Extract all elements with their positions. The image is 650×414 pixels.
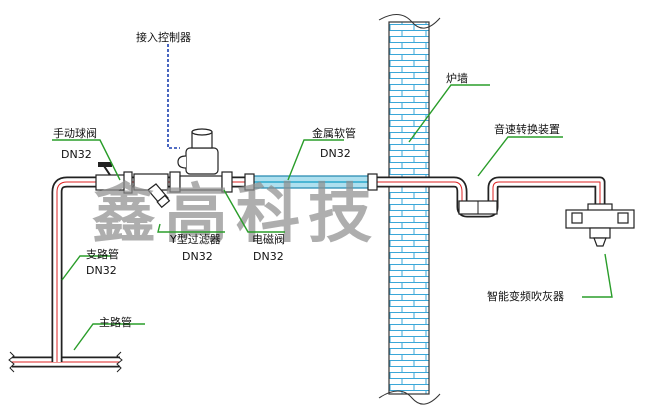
label-sonic-device: 音速转换装置: [494, 122, 560, 136]
sonic-conversion-device: [458, 200, 498, 215]
manual-ball-valve: [95, 162, 133, 194]
label-solenoid-valve-size: DN32: [253, 250, 284, 263]
main-pipe: [8, 351, 123, 373]
controller-wire: [167, 44, 180, 149]
label-metal-hose-size: DN32: [320, 147, 351, 160]
smart-soot-blower: [565, 203, 635, 247]
solenoid-valve: [169, 128, 233, 193]
label-solenoid-valve: 电磁阀: [252, 232, 285, 246]
metal-hose: [244, 173, 378, 191]
label-manual-ball-valve-size: DN32: [61, 148, 92, 161]
label-metal-hose: 金属软管: [312, 126, 356, 140]
label-branch-pipe: 支路管: [86, 247, 119, 261]
label-soot-blower: 智能变频吹灰器: [487, 289, 564, 303]
leader-lines: [52, 84, 613, 351]
label-branch-pipe-size: DN32: [86, 264, 117, 277]
label-controller: 接入控制器: [136, 30, 191, 44]
label-furnace-wall: 炉墙: [446, 71, 468, 85]
label-y-filter: Y型过滤器: [169, 232, 221, 246]
label-main-pipe: 主路管: [99, 315, 132, 329]
watermark-text: 鑫高科技: [92, 177, 380, 252]
label-y-filter-size: DN32: [182, 250, 213, 263]
furnace-wall: [378, 14, 441, 405]
label-manual-ball-valve: 手动球阀: [53, 126, 97, 140]
y-filter: [133, 173, 171, 209]
